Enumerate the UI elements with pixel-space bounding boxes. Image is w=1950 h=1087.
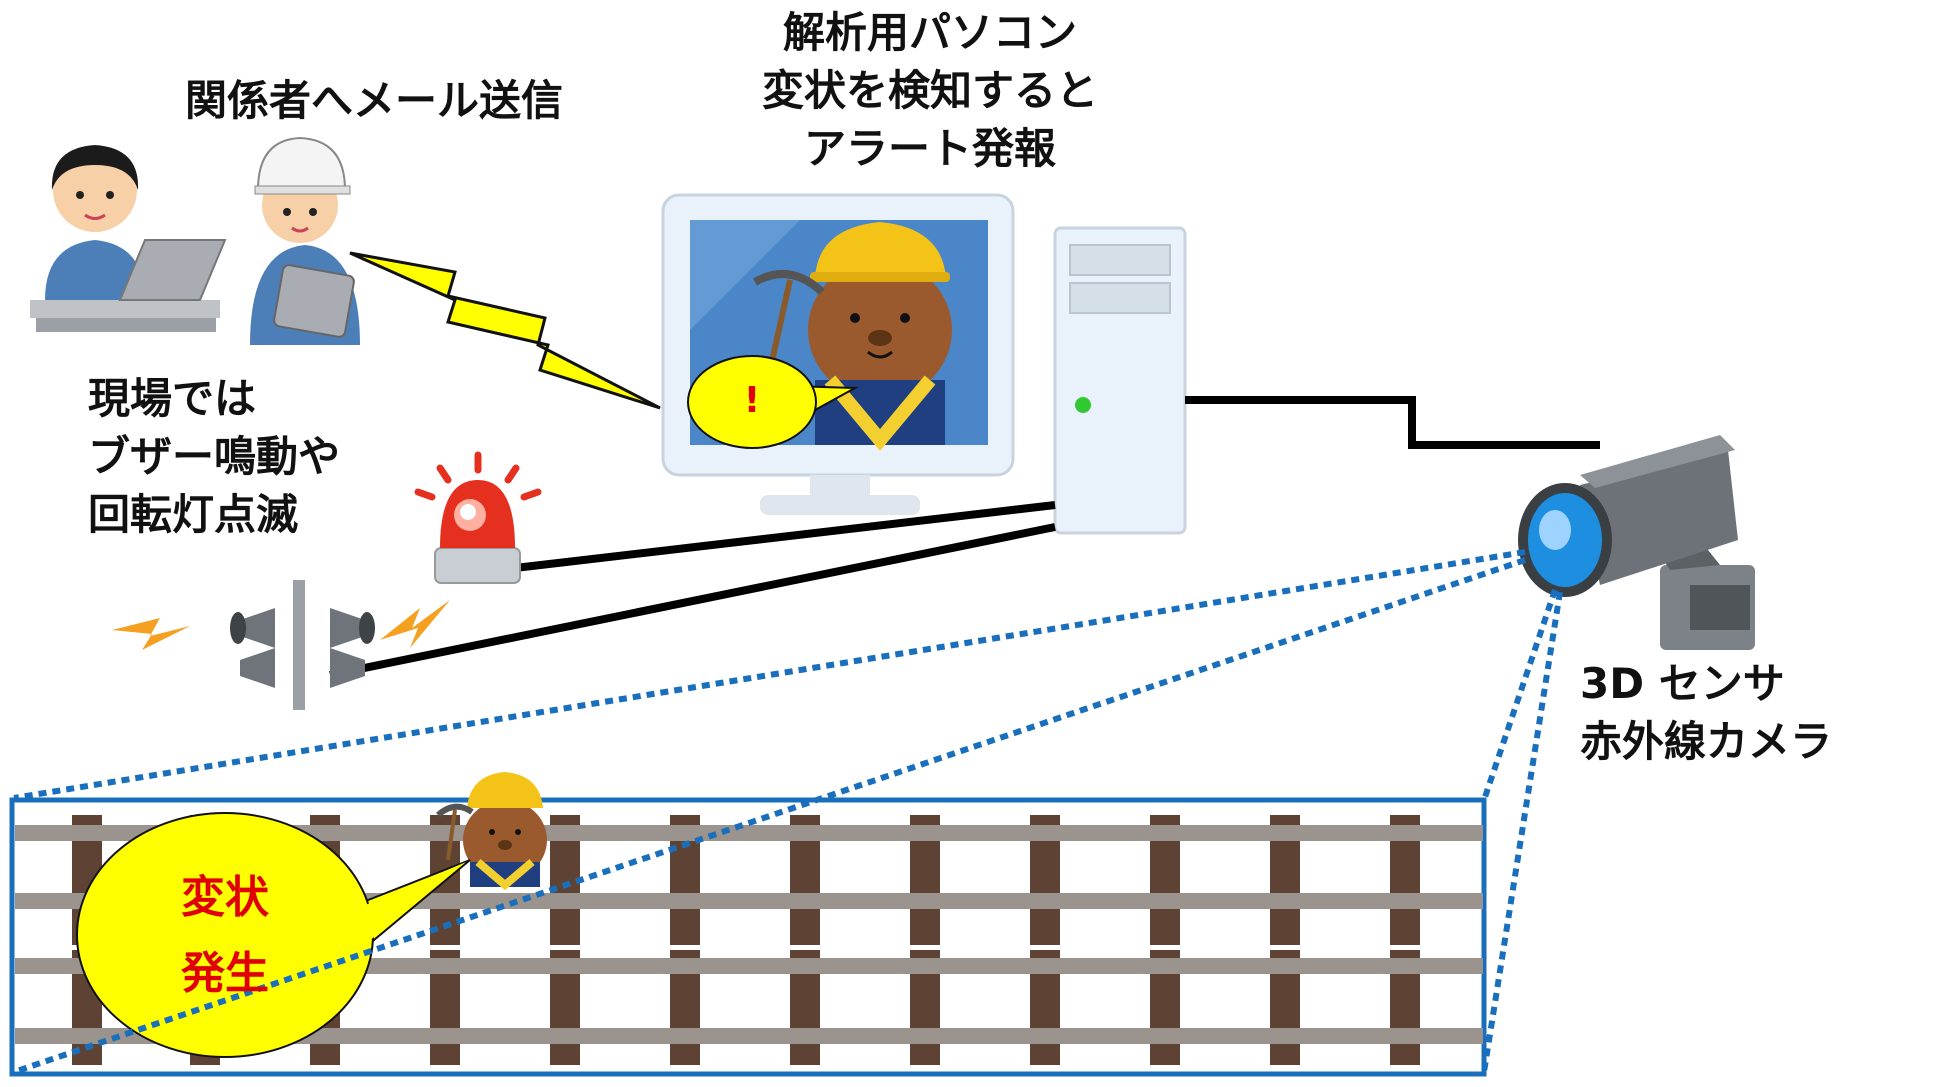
track-bubble-line1: 変状 (181, 872, 269, 923)
mail-label-text: 関係者へメール送信 (185, 76, 564, 125)
track-bubble-line2: 発生 (181, 948, 269, 999)
mail-label: 関係者へメール送信 (185, 72, 563, 130)
sensor-label-line1: 3D センサ (1580, 659, 1785, 708)
monitor-bubble-text: ! (712, 378, 792, 424)
track-bubble (76, 812, 471, 1058)
lightning-bolt-icon (349, 251, 661, 410)
pc-label-line1: 解析用パソコン (782, 8, 1077, 57)
light-cable (514, 501, 1056, 572)
worker-helmet-tablet-icon (250, 136, 360, 345)
site-label-line1: 現場では (88, 374, 257, 423)
pc-label-line2: 変状を検知すると (761, 66, 1098, 115)
buzzer-cable (329, 523, 1056, 679)
pc-label-line3: アラート発報 (803, 124, 1056, 173)
speaker-horn-icon (112, 580, 450, 710)
camera-cable (1185, 396, 1600, 449)
pc-tower-icon (1053, 226, 1187, 535)
mole-mascot-icon (753, 222, 952, 451)
sensor-label-line2: 赤外線カメラ (1580, 717, 1833, 766)
mole-mascot-icon (436, 772, 547, 891)
track-bubble-text: 変状 発生 (145, 860, 305, 1012)
pc-monitor-icon (661, 193, 1015, 515)
site-label-line2: ブザー鳴動や (88, 432, 341, 481)
pc-label: 解析用パソコン 変状を検知すると アラート発報 (720, 4, 1140, 178)
camera-field-of-view (13, 549, 1563, 1075)
rotating-light-icon (414, 451, 542, 584)
infrared-camera-icon (1518, 435, 1755, 650)
person-laptop-icon (30, 145, 227, 332)
monitor-bubble (687, 355, 859, 449)
site-label-line3: 回転灯点滅 (88, 490, 299, 539)
alert-mark: ! (743, 380, 761, 421)
sensor-label: 3D センサ 赤外線カメラ (1580, 655, 1832, 771)
site-label: 現場では ブザー鳴動や 回転灯点滅 (88, 370, 340, 544)
